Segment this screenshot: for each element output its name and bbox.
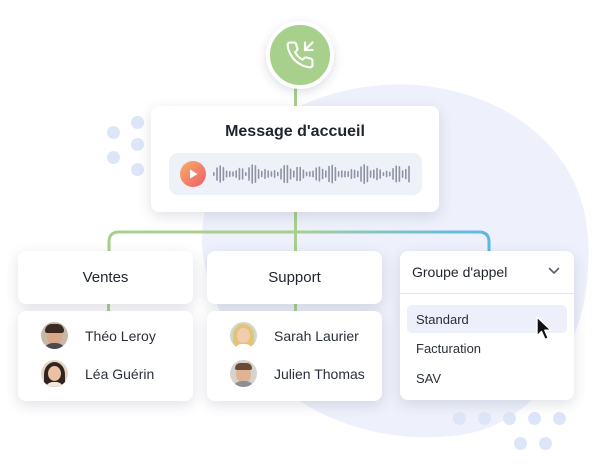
waveform-bar: [293, 170, 295, 178]
waveform-bar: [261, 170, 263, 178]
waveform-bar: [392, 168, 394, 180]
member-name: Théo Leroy: [85, 327, 156, 344]
waveform-bar: [257, 169, 260, 179]
group-ventes-header[interactable]: Ventes: [18, 251, 193, 304]
chevron-down-icon[interactable]: [548, 267, 560, 275]
waveform-bar: [321, 168, 324, 180]
waveform-bar: [379, 169, 381, 179]
waveform-bar: [395, 165, 397, 183]
audio-player: [169, 153, 422, 195]
waveform-bar: [369, 170, 372, 178]
waveform-bar: [382, 171, 385, 177]
avatar: [41, 360, 68, 387]
waveform-bar: [337, 170, 340, 178]
waveform-bar: [254, 165, 257, 183]
dropdown-option-facturation[interactable]: Facturation: [416, 340, 482, 356]
member-row: Sarah Laurier: [230, 322, 359, 349]
waveform-bar: [376, 167, 378, 181]
group-ventes-members: Théo Leroy Léa Guérin: [18, 311, 193, 401]
audio-waveform: [213, 164, 410, 184]
play-button[interactable]: [180, 161, 206, 187]
waveform-bar: [350, 168, 353, 180]
avatar: [230, 360, 257, 387]
waveform-bar: [264, 168, 266, 180]
waveform-bar: [328, 165, 330, 183]
waveform-bar: [373, 169, 375, 179]
waveform-bar: [238, 167, 241, 181]
waveform-bar: [225, 170, 228, 178]
waveform-bar: [312, 170, 314, 178]
member-row: Julien Thomas: [230, 360, 365, 387]
waveform-bar: [222, 166, 225, 182]
waveform-bar: [273, 169, 276, 179]
group-ventes-label: Ventes: [82, 269, 129, 286]
waveform-bar: [277, 171, 279, 177]
waveform-bar: [405, 168, 407, 180]
connector-branches: [107, 230, 491, 258]
incoming-call-button[interactable]: [266, 21, 334, 89]
waveform-bar: [360, 166, 362, 182]
play-icon: [190, 169, 198, 179]
member-name: Sarah Laurier: [274, 327, 359, 344]
waveform-bar: [245, 171, 247, 177]
waveform-bar: [241, 168, 244, 180]
waveform-bar: [270, 171, 273, 177]
welcome-message-card: Message d'accueil: [151, 106, 439, 212]
waveform-bar: [213, 172, 215, 176]
waveform-bar: [408, 165, 410, 183]
avatar: [41, 322, 68, 349]
waveform-bar: [331, 164, 333, 184]
waveform-bar: [309, 171, 311, 177]
member-name: Julien Thomas: [274, 365, 365, 382]
waveform-bar: [389, 171, 391, 177]
waveform-bar: [347, 170, 349, 178]
waveform-bar: [363, 164, 365, 184]
member-row: Théo Leroy: [41, 322, 156, 349]
waveform-bar: [219, 165, 221, 183]
waveform-bar: [251, 164, 253, 184]
waveform-bar: [232, 171, 234, 177]
waveform-bar: [315, 167, 317, 181]
group-support-header[interactable]: Support: [207, 251, 382, 304]
waveform-bar: [385, 170, 388, 178]
waveform-bar: [305, 171, 308, 177]
waveform-bar: [318, 166, 321, 182]
waveform-bar: [302, 169, 305, 179]
welcome-message-title: Message d'accueil: [225, 123, 365, 140]
waveform-bar: [344, 170, 346, 178]
waveform-bar: [248, 167, 250, 181]
waveform-bar: [283, 164, 285, 184]
member-name: Léa Guérin: [85, 365, 155, 382]
waveform-bar: [280, 168, 282, 180]
waveform-bar: [353, 169, 356, 179]
waveform-bar: [401, 170, 404, 178]
incoming-call-icon: [286, 41, 314, 69]
group-support-label: Support: [268, 269, 321, 286]
mouse-pointer-icon: [536, 316, 552, 341]
waveform-bar: [334, 166, 337, 182]
connector-top: [294, 80, 297, 108]
waveform-bar: [267, 170, 269, 178]
connector-support: [294, 303, 297, 313]
group-support-members: Sarah Laurier Julien Thomas: [207, 311, 382, 401]
dropdown-header[interactable]: Groupe d'appel: [400, 251, 574, 294]
waveform-bar: [341, 170, 343, 178]
waveform-bar: [325, 170, 327, 178]
waveform-bar: [286, 164, 289, 184]
waveform-bar: [289, 168, 292, 180]
dropdown-label: Groupe d'appel: [412, 264, 508, 280]
waveform-bar: [296, 166, 298, 182]
member-row: Léa Guérin: [41, 360, 154, 387]
waveform-bar: [229, 170, 231, 178]
waveform-bar: [366, 165, 369, 183]
waveform-bar: [398, 166, 401, 182]
waveform-bar: [299, 166, 301, 182]
avatar: [230, 322, 257, 349]
waveform-bar: [216, 167, 218, 181]
waveform-bar: [235, 170, 237, 178]
connector-ventes: [107, 303, 110, 313]
waveform-bar: [357, 170, 359, 178]
dropdown-option-sav[interactable]: SAV: [416, 370, 442, 386]
